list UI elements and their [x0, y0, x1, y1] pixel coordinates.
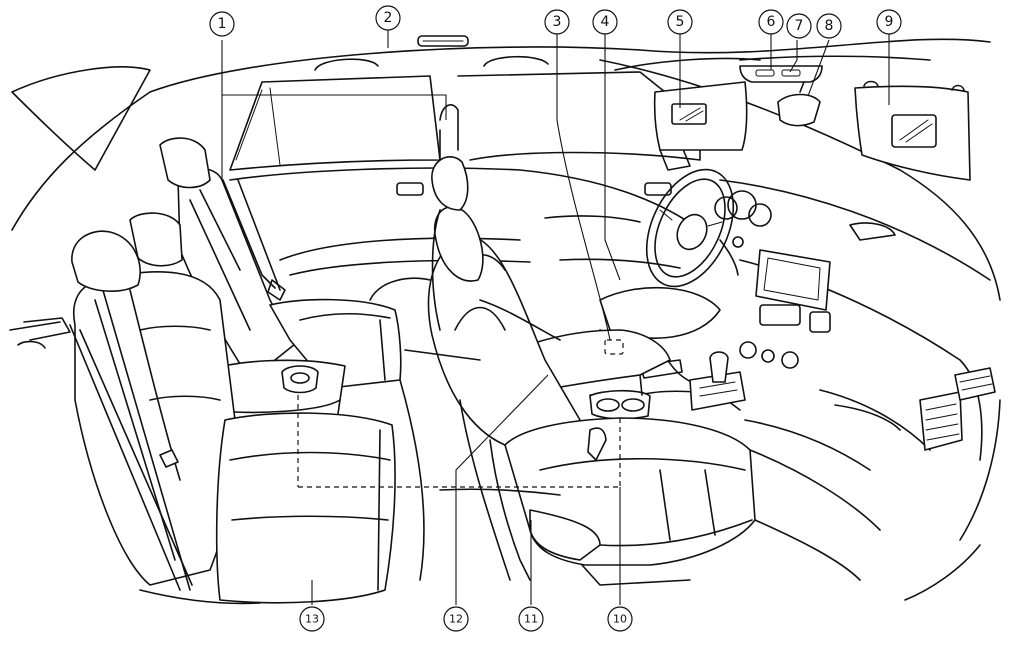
rear-seat-belt-anchors: [267, 104, 459, 301]
callout-6-label: 6: [767, 14, 776, 30]
callout-9-label: 9: [885, 14, 894, 30]
third-row-headrest: [71, 230, 141, 292]
rear-seat-back: [129, 137, 301, 381]
callout-3: 3: [544, 9, 570, 35]
right-sun-visor: [854, 80, 971, 181]
callout-5: 5: [667, 9, 693, 35]
callout-9: 9: [876, 9, 902, 35]
callout-8-label: 8: [825, 18, 834, 34]
rear-armrest: [204, 359, 346, 426]
callout-13-label: 13: [305, 613, 319, 626]
windshield-area: [614, 55, 931, 71]
front-seat-headrest: [433, 206, 484, 282]
front-seat-cushion: [504, 417, 756, 586]
rear-door-window: [229, 35, 549, 171]
callout-7: 7: [786, 13, 812, 39]
left-sun-visor: [653, 81, 748, 151]
callout-2-label: 2: [384, 10, 393, 26]
callout-2: 2: [375, 5, 401, 31]
callout-10-label: 10: [613, 613, 627, 626]
callout-11-label: 11: [524, 613, 538, 626]
rear-seat-cushion: [269, 298, 402, 389]
leader-lines: [221, 30, 890, 605]
callout-10: 10: [607, 606, 633, 632]
callout-12: 12: [443, 606, 469, 632]
callout-4: 4: [592, 9, 618, 35]
callout-4-label: 4: [601, 14, 610, 30]
third-row-cushion: [139, 412, 396, 605]
callout-3-label: 3: [553, 14, 562, 30]
callout-8: 8: [816, 13, 842, 39]
front-cup-holders: [589, 389, 651, 420]
callout-1-label: 1: [218, 16, 227, 32]
driver-seat: [431, 156, 561, 341]
dashboard: [714, 179, 996, 461]
callout-6: 6: [758, 9, 784, 35]
cup-holder-bracket: [297, 395, 621, 488]
rearview-mirror: [777, 81, 821, 127]
callout-12-label: 12: [449, 613, 463, 626]
overhead-console: [739, 65, 823, 83]
steering-wheel: [645, 168, 744, 288]
callout-13: 13: [299, 606, 325, 632]
callout-1: 1: [209, 11, 235, 37]
seat-belt: [9, 317, 193, 591]
callout-11: 11: [518, 606, 544, 632]
floor: [399, 349, 881, 581]
callout-5-label: 5: [676, 14, 685, 30]
third-row-seat-back: [73, 271, 237, 591]
callout-7-label: 7: [795, 18, 804, 34]
